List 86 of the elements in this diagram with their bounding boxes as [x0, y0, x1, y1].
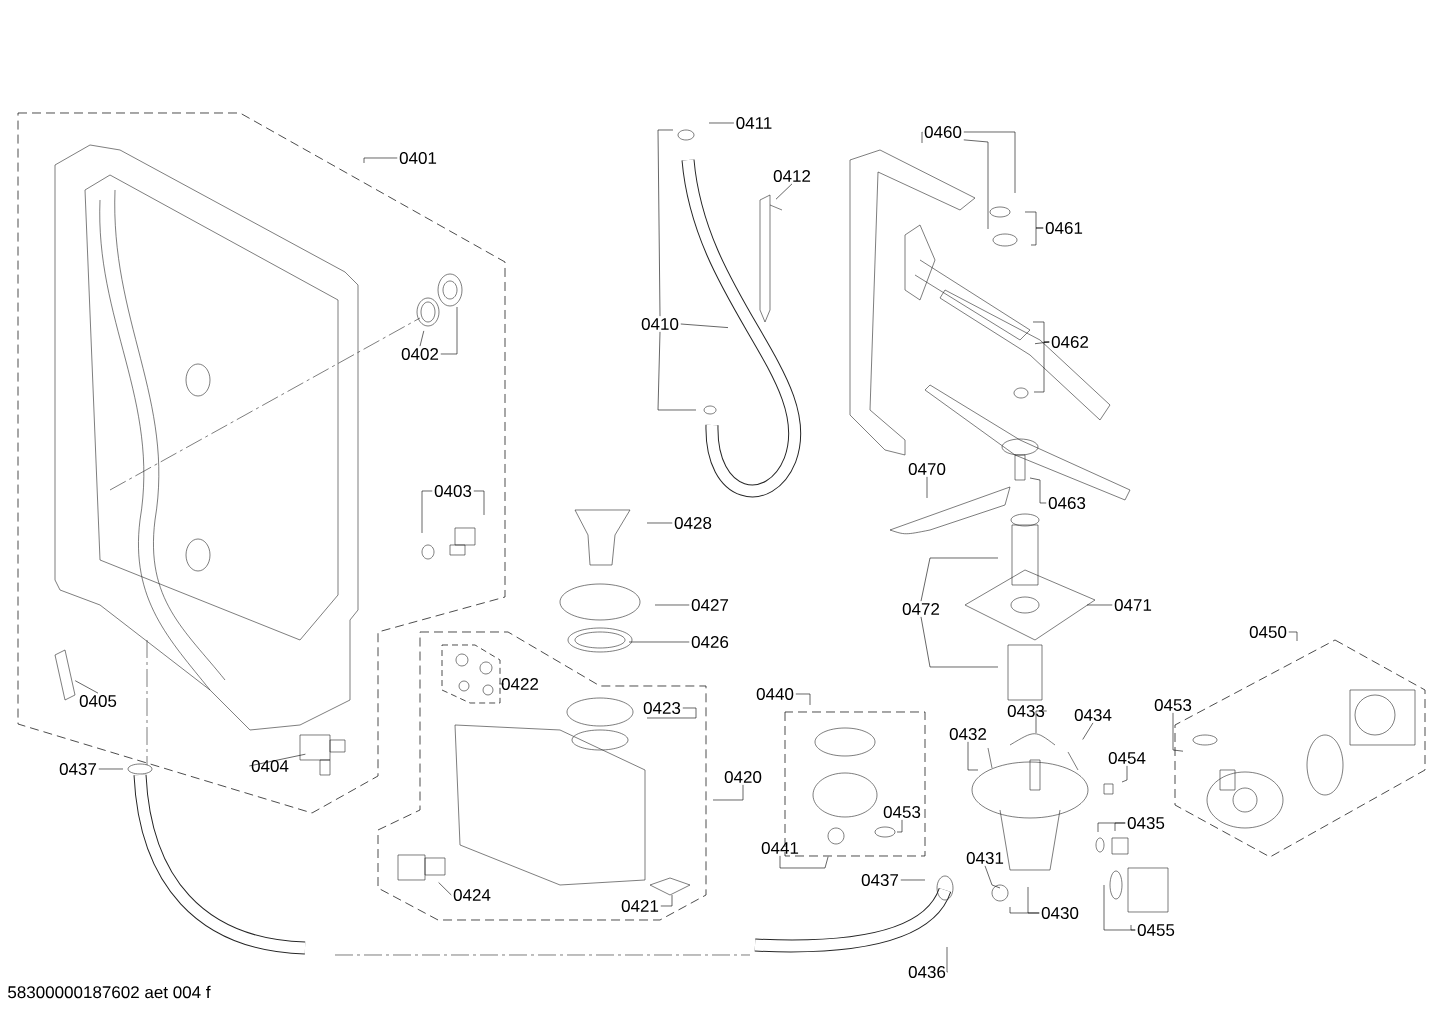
callout-number: 0422 [501, 678, 539, 690]
leader-line [926, 476, 928, 499]
callout-number: 0463 [1048, 497, 1086, 509]
drawing-number: 58300000187602 aet 004 f [8, 985, 211, 999]
leader-line [654, 604, 690, 606]
callout-number: 0432 [949, 728, 987, 740]
leader-line [1033, 341, 1050, 393]
callout-number: 0424 [453, 889, 491, 901]
leader-line [248, 753, 306, 767]
leader-line [1172, 712, 1184, 752]
leader-line [1114, 822, 1126, 832]
leader-line [963, 131, 1016, 194]
leader-line [628, 641, 690, 643]
callout-number: 0405 [79, 695, 117, 707]
callout-number: 0411 [736, 117, 772, 129]
leader-line [646, 707, 697, 719]
leader-line [775, 183, 793, 200]
leader-line [1086, 604, 1113, 606]
leader-line [680, 323, 729, 328]
leader-line [473, 490, 485, 516]
callout-number: 0427 [691, 599, 729, 611]
leader-line [712, 784, 744, 801]
callout-number: 0460 [924, 126, 962, 138]
callout-number: 0412 [773, 170, 811, 182]
leader-line [440, 306, 458, 355]
callout-number: 0437 [861, 874, 899, 886]
callout-number: 0450 [1249, 626, 1287, 638]
leader-line [498, 683, 505, 685]
leader-line [660, 894, 673, 907]
leader-line [900, 879, 926, 881]
callout-number: 0441 [761, 842, 799, 854]
callout-number: 0436 [908, 966, 946, 978]
leader-line [1030, 227, 1044, 246]
leader-line [984, 865, 1001, 889]
leader-line [708, 122, 735, 124]
callout-number: 0410 [641, 318, 679, 330]
leader-line [967, 741, 979, 771]
leader-line [1035, 710, 1048, 734]
leader-line [779, 855, 829, 869]
leader-line [896, 819, 903, 833]
callout-number: 0431 [966, 852, 1004, 864]
leader-line [98, 768, 124, 770]
leader-line [419, 330, 425, 347]
leader-line [1130, 924, 1136, 931]
leader-line [421, 490, 433, 534]
callout-number: 0471 [1114, 599, 1152, 611]
callout-number: 0423 [643, 702, 681, 714]
leader-line [1288, 631, 1298, 642]
leader-line [920, 616, 999, 668]
callout-number: 0402 [401, 348, 439, 360]
leader-line [946, 946, 949, 973]
leader-line [920, 557, 999, 602]
callout-number: 0437 [59, 763, 97, 775]
callout-number: 0433 [1007, 705, 1045, 717]
leader-line [438, 882, 452, 896]
callout-number: 0426 [691, 636, 729, 648]
callout-number: 0404 [251, 760, 289, 772]
callout-number: 0430 [1041, 907, 1079, 919]
leader-line [74, 680, 99, 694]
callout-number: 0453 [883, 806, 921, 818]
callout-number: 0428 [674, 517, 712, 529]
callout-number: 0453 [1154, 699, 1192, 711]
leader-line [921, 131, 923, 144]
callout-number: 0420 [724, 771, 762, 783]
leader-line [646, 522, 673, 524]
leader-line [363, 157, 398, 164]
callout-number: 0472 [902, 603, 940, 615]
callout-number: 0434 [1074, 709, 1112, 721]
callout-number: 0470 [908, 463, 946, 475]
leader-line [1029, 477, 1047, 504]
callout-number: 0454 [1108, 752, 1146, 764]
callout-number: 0401 [399, 152, 437, 164]
callout-number: 0421 [621, 900, 659, 912]
leader-line [1121, 765, 1128, 783]
callout-number: 0461 [1045, 222, 1083, 234]
callout-number: 0455 [1137, 924, 1175, 936]
leader-line [1027, 886, 1040, 914]
leader-line [963, 139, 989, 230]
callout-number: 0440 [756, 688, 794, 700]
callout-number: 0403 [434, 485, 472, 497]
leader-line [1082, 722, 1094, 740]
callout-number: 0462 [1051, 336, 1089, 348]
leader-line [795, 693, 811, 706]
callout-number: 0435 [1127, 817, 1165, 829]
leader-line [657, 331, 697, 411]
leader-line [657, 129, 674, 317]
